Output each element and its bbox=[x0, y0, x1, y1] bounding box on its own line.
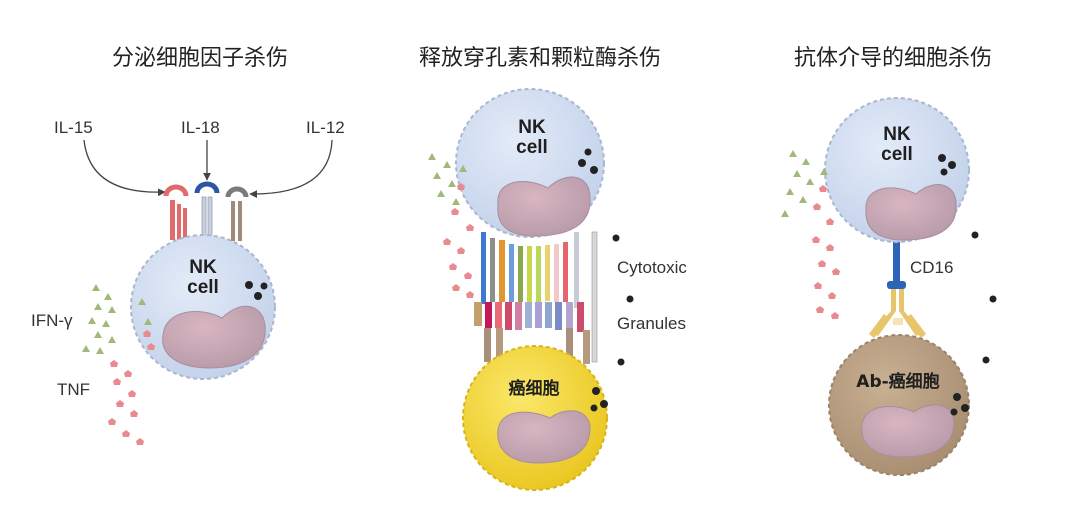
panel-title-2: 释放穿孔素和颗粒酶杀伤 bbox=[418, 46, 662, 71]
side-triangles bbox=[781, 150, 828, 217]
granule-dot bbox=[950, 408, 958, 416]
granule-dot bbox=[590, 166, 598, 174]
arrow-il12 bbox=[249, 139, 333, 198]
ifn-gamma-molecules bbox=[82, 284, 152, 354]
nk-label-line1: NK bbox=[189, 257, 217, 278]
il15-receptor-icon bbox=[163, 184, 189, 240]
nk-label-line2: cell bbox=[516, 136, 548, 158]
granule-dot bbox=[600, 400, 608, 408]
nk-label-line2: cell bbox=[881, 143, 913, 165]
granule-dot bbox=[590, 404, 598, 412]
panel-title-3: 抗体介导的细胞杀伤 bbox=[793, 46, 993, 71]
granule-dot bbox=[617, 358, 625, 366]
label-ifn-gamma: IFN-γ bbox=[31, 311, 73, 330]
granule-dot bbox=[940, 168, 948, 176]
il12-receptor-icon bbox=[225, 186, 249, 241]
cd16-receptor-icon bbox=[887, 240, 906, 289]
panel-title-1: 分泌细胞因子杀伤 bbox=[111, 46, 289, 71]
label-cd16: CD16 bbox=[910, 258, 954, 277]
ab-cancer-cell-label: Ab-癌细胞 bbox=[856, 372, 940, 392]
nucleus-icon bbox=[497, 410, 591, 464]
nucleus-icon bbox=[861, 404, 955, 458]
antibody-icon bbox=[869, 289, 926, 338]
granule-dot bbox=[961, 404, 969, 412]
nk-cell-label: NK cell bbox=[516, 118, 548, 158]
side-pentagons bbox=[812, 185, 840, 319]
nucleus-icon bbox=[497, 176, 591, 237]
granule-dot bbox=[584, 148, 592, 156]
side-pentagons bbox=[443, 183, 474, 298]
nucleus-icon bbox=[865, 184, 957, 241]
nk-cell-label: NK cell bbox=[187, 258, 219, 298]
nk-label-line1: NK bbox=[883, 124, 911, 145]
panel-cytokine-secretion bbox=[82, 139, 333, 445]
granule-dot bbox=[626, 295, 634, 303]
panel-adcc bbox=[781, 97, 997, 476]
granule-dot bbox=[245, 281, 253, 289]
granule-dot bbox=[254, 292, 262, 300]
label-il15: IL-15 bbox=[54, 118, 93, 137]
nk-label-line1: NK bbox=[518, 117, 546, 138]
arrow-il15 bbox=[83, 139, 166, 197]
granule-dot bbox=[948, 161, 956, 169]
granule-dot bbox=[260, 282, 268, 290]
granule-dot bbox=[953, 393, 961, 401]
cancer-cell-label: 癌细胞 bbox=[508, 379, 560, 399]
granule-dot bbox=[578, 159, 586, 167]
side-triangles bbox=[428, 153, 467, 205]
nk-cell-label: NK cell bbox=[881, 125, 913, 165]
granule-dot bbox=[938, 154, 946, 162]
label-il18: IL-18 bbox=[181, 118, 220, 137]
granule-dot bbox=[612, 234, 620, 242]
il18-receptor-icon bbox=[194, 181, 220, 241]
synapse-receptors bbox=[474, 231, 598, 364]
granule-dot bbox=[982, 356, 990, 364]
label-il12: IL-12 bbox=[306, 118, 345, 137]
nk-label-line2: cell bbox=[187, 276, 219, 298]
panel-perforin-granzyme bbox=[428, 88, 634, 491]
nucleus-icon bbox=[162, 305, 266, 369]
granule-dot bbox=[989, 295, 997, 303]
granule-dot bbox=[971, 231, 979, 239]
granule-dot bbox=[592, 387, 600, 395]
label-cytotoxic: Cytotoxic bbox=[617, 258, 687, 277]
label-tnf: TNF bbox=[57, 380, 91, 399]
label-granules: Granules bbox=[617, 314, 686, 333]
tnf-molecules bbox=[108, 330, 155, 445]
